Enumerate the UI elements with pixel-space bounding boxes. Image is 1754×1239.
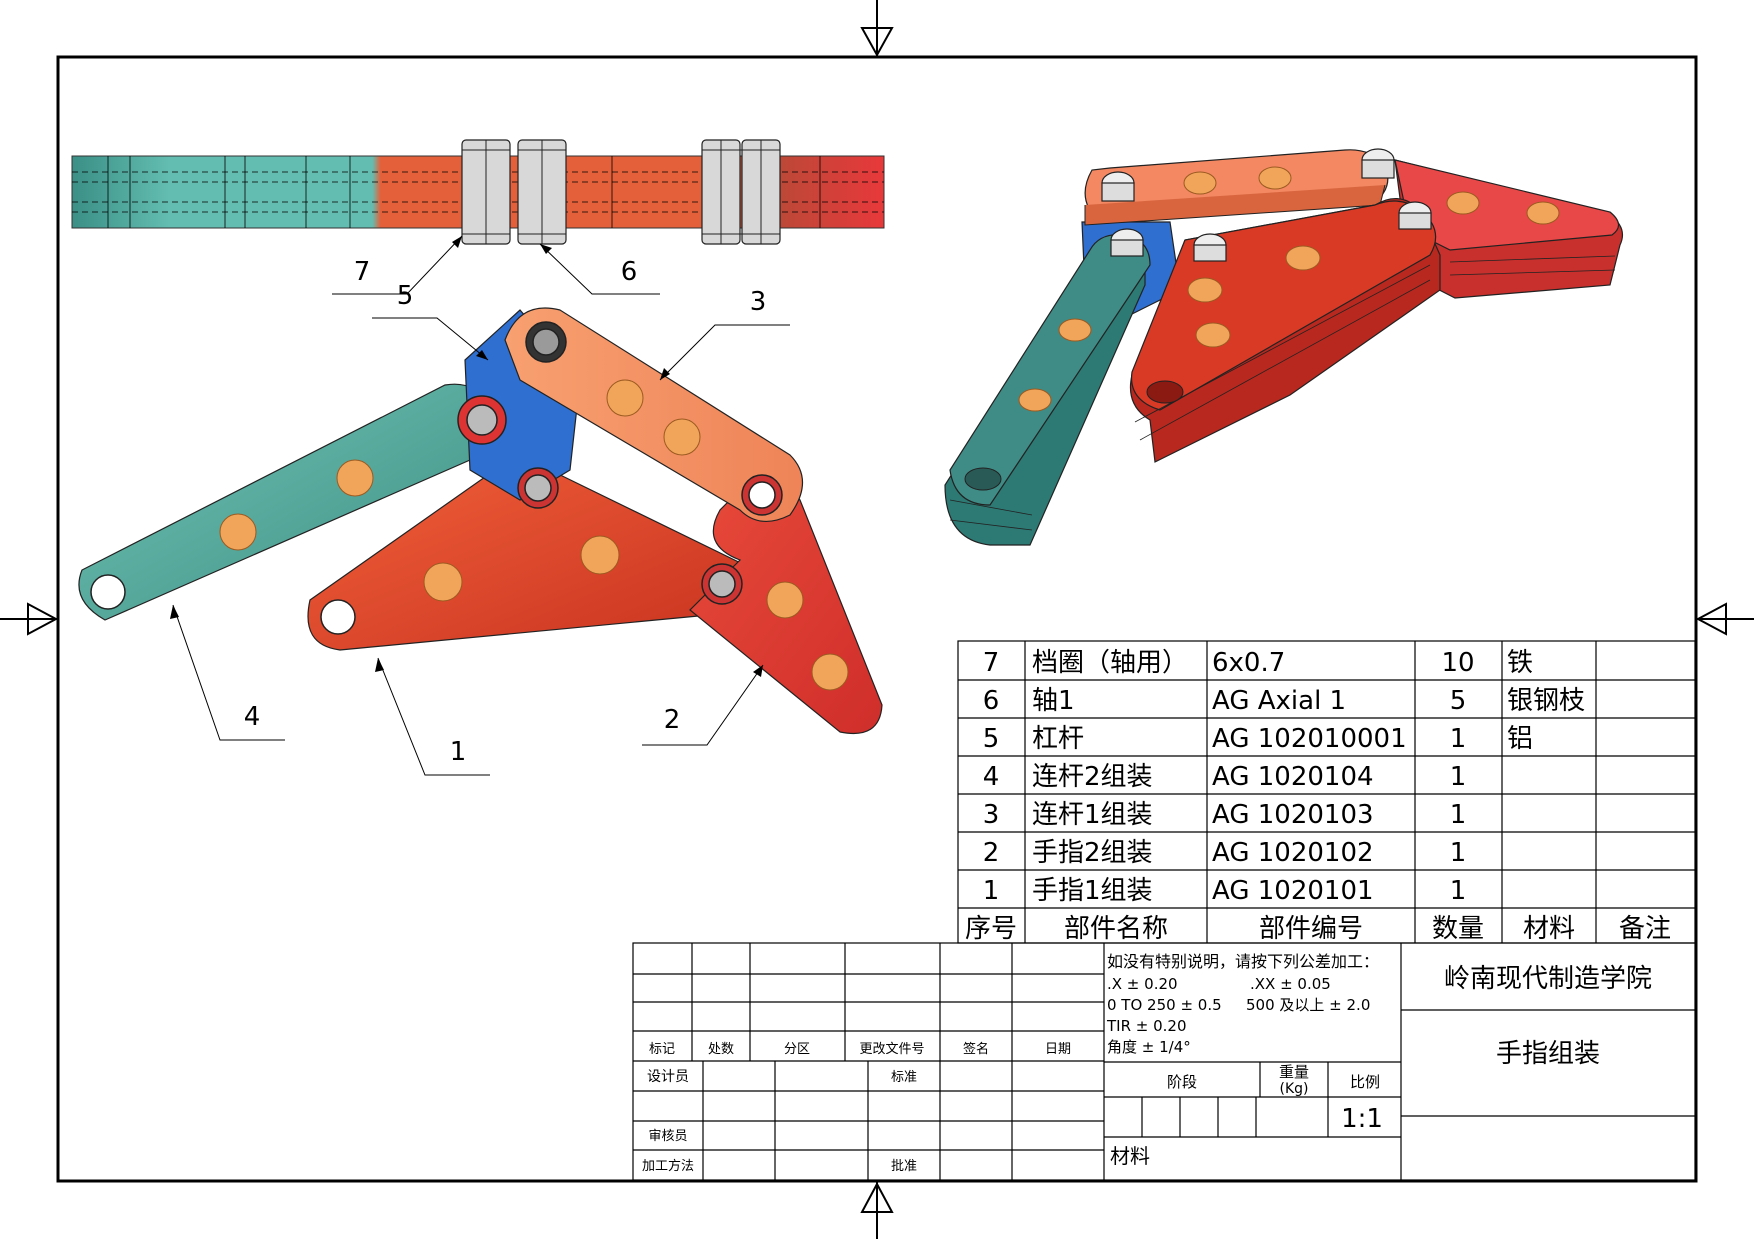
bom-material: 铁 [1507,648,1533,678]
bom-rows: 7 档圈（轴用） 6x0.7 10 铁 6 轴1 AG Axial 1 5 银钢… [965,648,1671,944]
bom-code: 6x0.7 [1212,648,1285,678]
balloon-6-top: 6 [621,257,638,287]
drawing-title: 手指组装 [1496,1039,1600,1069]
bom-qty: 5 [1450,686,1467,716]
bom-header-name: 部件名称 [1064,914,1168,944]
bom-seq: 5 [983,724,1000,754]
bom-code: AG 1020101 [1212,876,1374,906]
rev-header-zone: 分区 [784,1042,810,1057]
bom-name: 连杆1组装 [1032,800,1153,830]
school-name: 岭南现代制造学院 [1444,964,1652,994]
bom-name: 档圈（轴用） [1032,648,1188,678]
scale-label: 比例 [1350,1073,1380,1091]
balloon-3: 3 [750,287,767,317]
bom-code: AG Axial 1 [1212,686,1346,716]
bom-header-note: 备注 [1619,914,1671,944]
bom-qty: 1 [1450,800,1467,830]
bom-header-row: 序号 部件名称 部件编号 数量 材料 备注 [965,914,1671,944]
bom-row: 7 档圈（轴用） 6x0.7 10 铁 [983,648,1533,678]
rev-header-sign: 签名 [963,1041,989,1057]
tolerance-line-2a: .X ± 0.20 [1107,975,1178,993]
bom-seq: 7 [983,648,1000,678]
bom-qty: 1 [1450,724,1467,754]
tolerance-line-3a: 0 TO 250 ± 0.5 [1107,996,1222,1014]
bom-name: 杠杆 [1032,724,1084,754]
top-view [71,139,885,295]
bom-row: 5 杠杆 AG 102010001 1 铝 [983,724,1533,754]
isometric-view [944,148,1623,546]
bom-header-seq: 序号 [965,914,1017,944]
bom-seq: 6 [983,686,1000,716]
tolerance-line-4: TIR ± 0.20 [1106,1017,1187,1035]
bom-table [957,640,1696,944]
bom-code: AG 1020103 [1212,800,1374,830]
tolerance-line-2b: .XX ± 0.05 [1250,975,1331,993]
stage-label: 阶段 [1167,1073,1197,1091]
bom-code: AG 1020102 [1212,838,1374,868]
bom-material: 铝 [1507,724,1533,754]
bom-row: 3 连杆1组装 AG 1020103 1 [983,800,1467,830]
bom-seq: 3 [983,800,1000,830]
bom-qty: 1 [1450,762,1467,792]
bom-qty: 10 [1441,648,1474,678]
balloon-7-top: 7 [354,257,371,287]
title-block-text: 标记 处数 分区 更改文件号 签名 日期 设计员 标准 审核员 加工方法 批准 … [642,952,1652,1174]
rev-header-doc: 更改文件号 [859,1042,924,1057]
bom-header-code: 部件编号 [1259,914,1363,944]
balloon-4: 4 [244,702,261,732]
bom-row: 1 手指1组装 AG 1020101 1 [983,876,1467,906]
scale-value: 1:1 [1341,1104,1383,1134]
bom-row: 4 连杆2组装 AG 1020104 1 [983,762,1467,792]
standard-label: 标准 [891,1070,917,1085]
weight-unit: (Kg) [1280,1081,1309,1097]
bom-code: AG 1020104 [1212,762,1374,792]
bom-row: 6 轴1 AG Axial 1 5 银钢枝 [983,686,1585,716]
process-label: 加工方法 [642,1158,694,1174]
balloon-2: 2 [664,705,681,735]
bom-seq: 1 [983,876,1000,906]
tolerance-line-5: 角度 ± 1/4° [1107,1038,1191,1056]
bom-name: 手指1组装 [1032,876,1153,906]
bom-material: 银钢枝 [1507,686,1585,716]
rev-header-date: 日期 [1045,1042,1071,1057]
bom-name: 轴1 [1032,686,1075,716]
bom-seq: 2 [983,838,1000,868]
weight-label: 重量 [1279,1063,1309,1081]
designer-label: 设计员 [647,1069,689,1085]
bom-header-qty: 数量 [1432,914,1484,944]
material-label: 材料 [1110,1144,1150,1168]
balloon-1: 1 [450,737,467,767]
rev-header-count: 处数 [708,1042,734,1057]
bom-code: AG 102010001 [1212,724,1407,754]
bom-qty: 1 [1450,838,1467,868]
bom-qty: 1 [1450,876,1467,906]
bom-name: 手指2组装 [1032,838,1153,868]
balloon-5: 5 [397,281,414,311]
bom-row: 2 手指2组装 AG 1020102 1 [983,838,1467,868]
rev-header-mark: 标记 [649,1042,675,1057]
reviewer-label: 审核员 [648,1129,687,1144]
front-view [78,307,883,776]
tolerance-line-1: 如没有特别说明，请按下列公差加工： [1107,952,1379,971]
bom-name: 连杆2组装 [1032,762,1153,792]
bom-header-material: 材料 [1523,914,1575,944]
tolerance-line-3b: 500 及以上 ± 2.0 [1246,996,1370,1014]
title-block [632,942,1696,1181]
approve-label: 批准 [891,1159,917,1174]
bom-seq: 4 [983,762,1000,792]
